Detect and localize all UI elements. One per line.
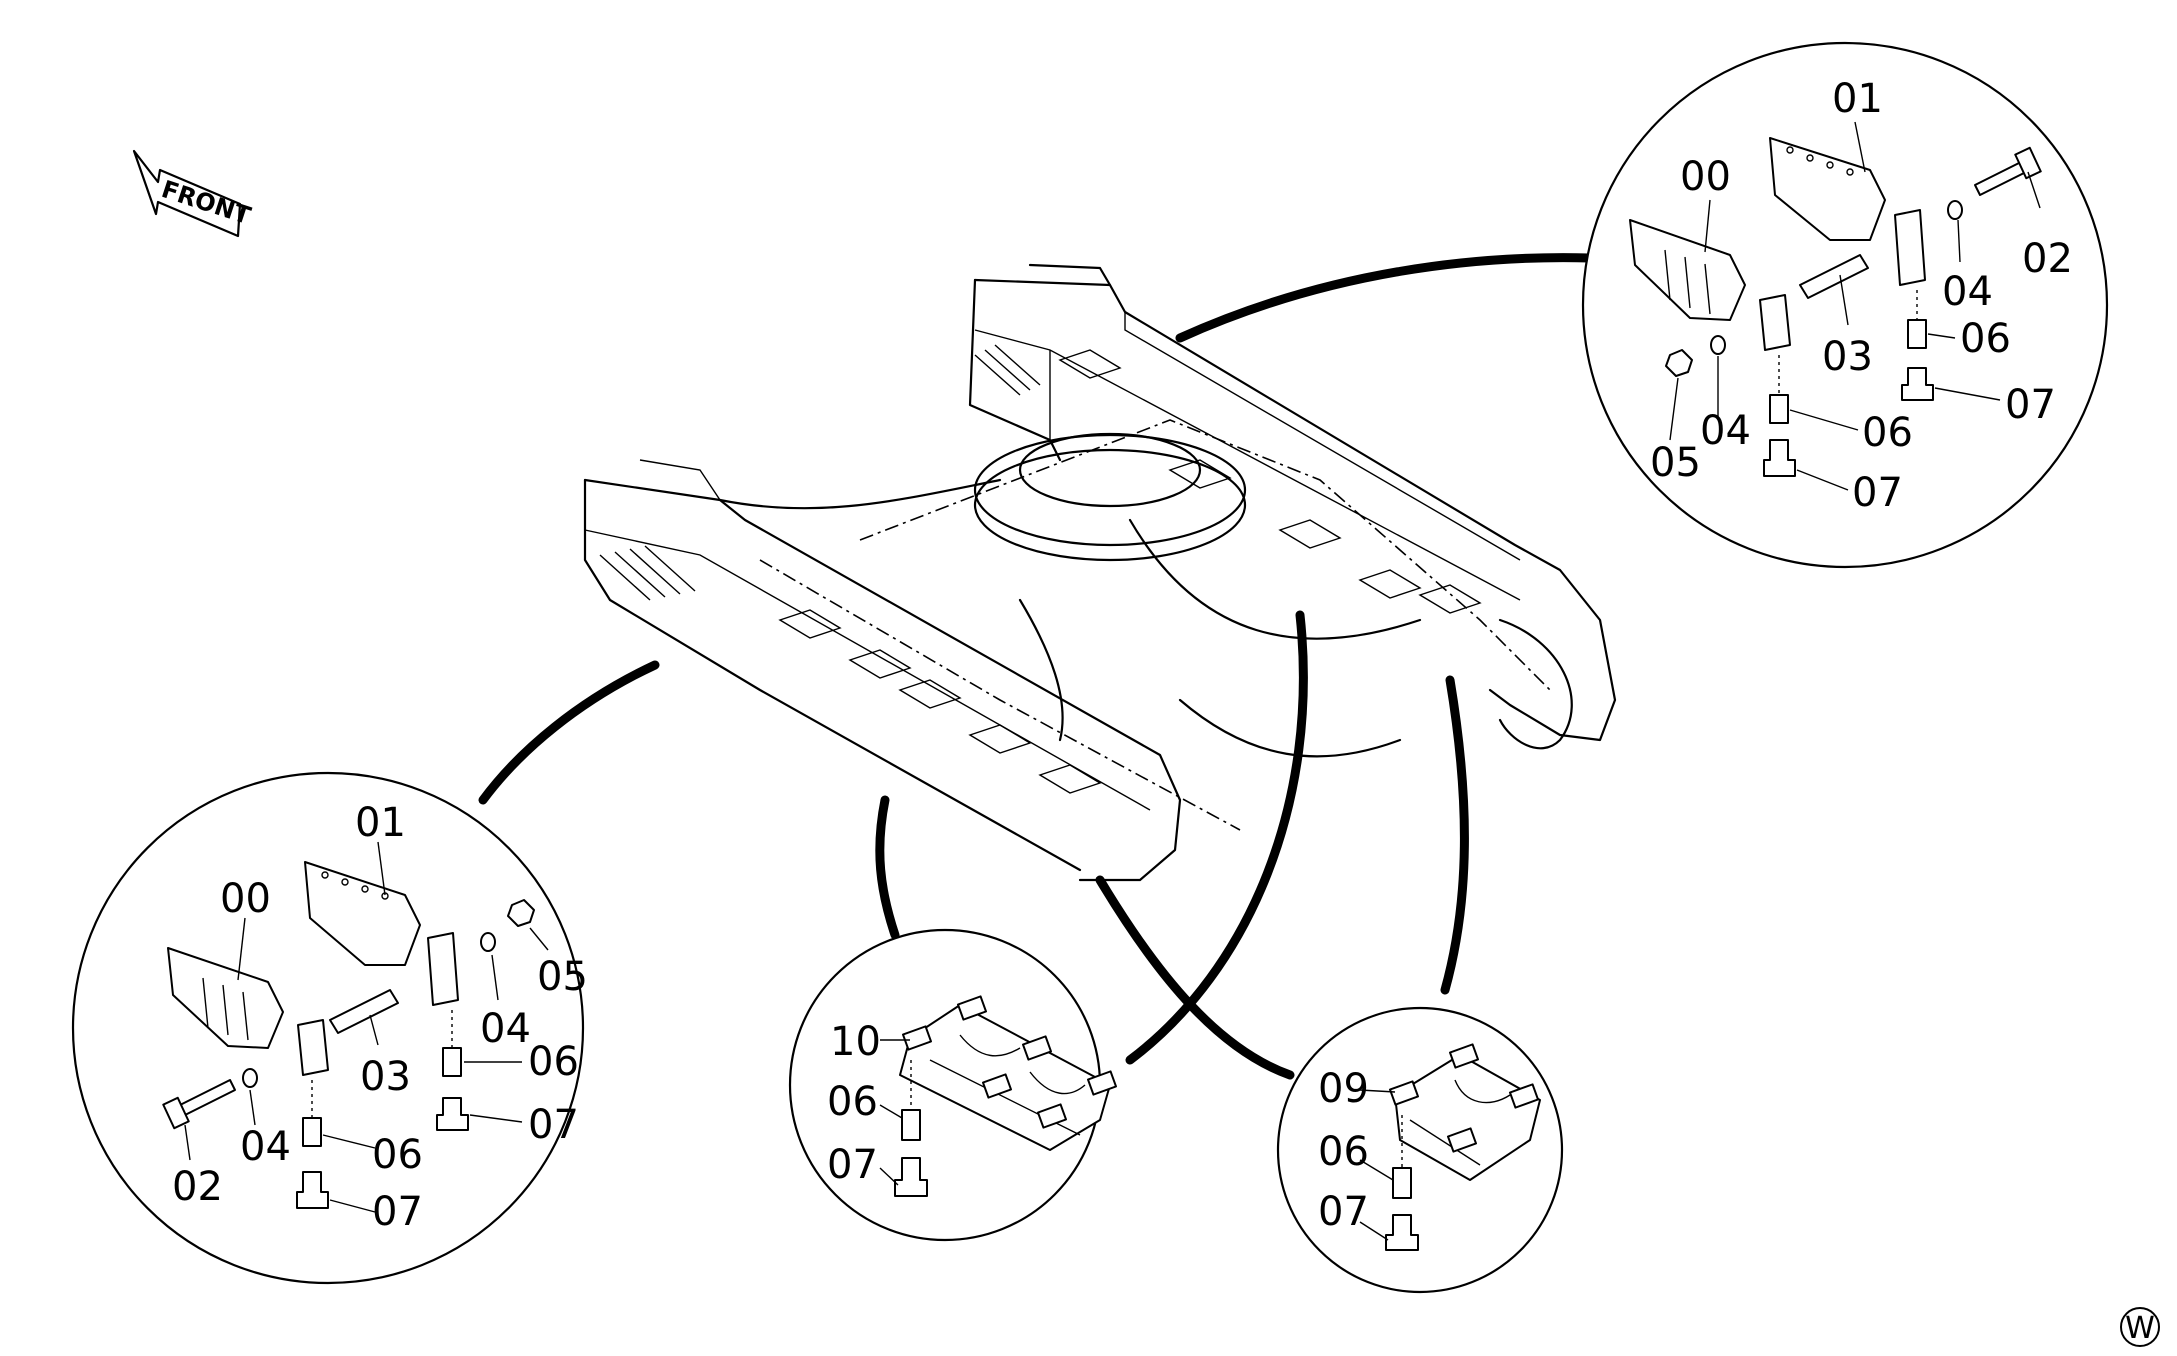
label-07: 07 [1852,470,1903,516]
part-06-spacer [901,1109,921,1141]
label-06: 06 [528,1039,579,1085]
detail-circle-bottom-left: 01 00 05 04 03 06 07 04 06 02 07 [71,771,588,1285]
part-06-spacer [442,1047,462,1077]
part-03-pin [1799,254,1869,299]
label-06: 06 [827,1079,878,1125]
part-bracket-block [297,1019,329,1076]
label-01: 01 [355,800,406,846]
part-05-nut [507,899,535,927]
label-06: 06 [1318,1129,1369,1175]
detail-circle-bottom-right: 09 06 07 [1276,1006,1564,1294]
part-03-pin [329,989,399,1034]
label-10: 10 [830,1019,881,1065]
label-03: 03 [1822,334,1873,380]
detail-leaders [478,253,1595,1080]
label-07: 07 [827,1142,878,1188]
front-arrow-icon: FRONT [132,149,255,238]
part-06-spacer [1392,1167,1412,1199]
part-bracket-block [1894,209,1926,286]
label-07: 07 [528,1102,579,1148]
part-07-bolt [1385,1214,1419,1251]
label-07: 07 [372,1189,423,1235]
label-06: 06 [1862,410,1913,456]
label-03: 03 [360,1054,411,1100]
label-07: 07 [1318,1189,1369,1235]
part-06-spacer [302,1117,322,1147]
corner-w-label: W [2125,1311,2155,1346]
detail-circle-top-right: 01 00 02 04 03 06 07 04 06 05 07 [1581,41,2109,569]
part-07-bolt [436,1097,469,1131]
label-07: 07 [2005,382,2056,428]
part-04-washer [1710,335,1726,355]
corner-w-mark: W [2120,1307,2160,1347]
part-bracket-block [1759,294,1791,351]
part-06-spacer [1769,394,1789,424]
detail-circle-bottom-center: 10 06 07 [788,928,1118,1242]
label-02: 02 [2022,236,2073,282]
label-05: 05 [1650,440,1701,486]
part-00-guard-plate [1629,219,1746,321]
label-04: 04 [240,1124,291,1170]
part-06-spacer [1907,319,1927,349]
part-04-washer [480,932,496,952]
label-06: 06 [1960,316,2011,362]
part-04-washer [242,1068,258,1088]
part-00-guard-plate [167,947,284,1049]
label-04: 04 [480,1006,531,1052]
part-01-guard-plate [304,861,421,966]
part-07-bolt [894,1157,928,1197]
part-07-bolt [1901,367,1934,401]
label-00: 00 [220,876,271,922]
label-02: 02 [172,1164,223,1210]
track-frame-assembly [583,263,1617,882]
part-07-bolt [1763,439,1796,477]
label-00: 00 [1680,154,1731,200]
label-04: 04 [1942,269,1993,315]
label-04: 04 [1700,408,1751,454]
label-06: 06 [372,1132,423,1178]
part-07-bolt [296,1171,329,1209]
label-05: 05 [537,954,588,1000]
part-04-washer [1947,200,1963,220]
part-05-nut [1665,349,1693,377]
part-01-guard-plate [1769,137,1886,241]
label-01: 01 [1832,76,1883,122]
label-09: 09 [1318,1066,1369,1112]
part-bracket-block [427,932,459,1006]
